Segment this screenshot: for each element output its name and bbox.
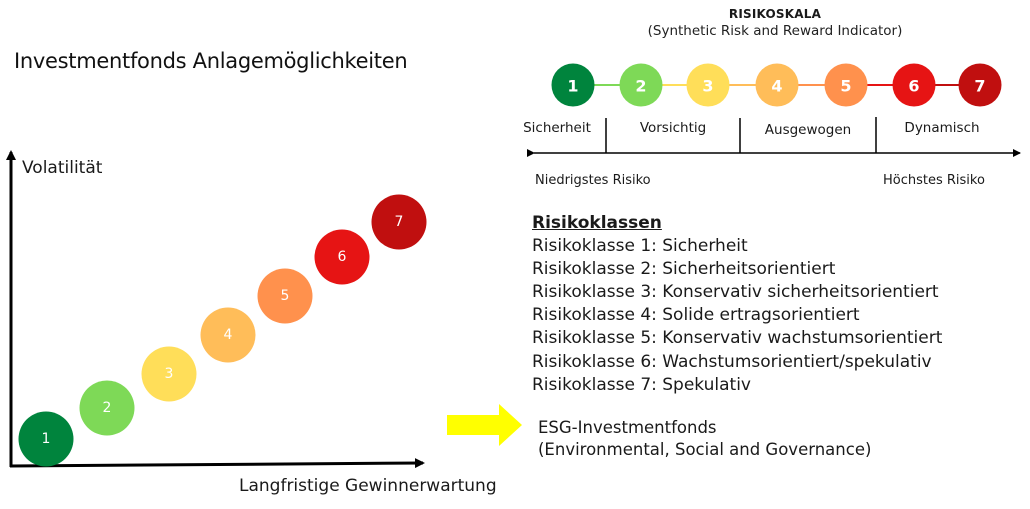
scale-level-3: 3 bbox=[686, 63, 730, 107]
risk-dot-label: 7 bbox=[395, 214, 404, 230]
scale-level-circle bbox=[892, 63, 936, 107]
esg-note: ESG-Investmentfonds (Environmental, Soci… bbox=[538, 417, 871, 461]
scale-level-6: 6 bbox=[892, 63, 936, 107]
risk-class-item: Risikoklasse 3: Konservativ sicherheitso… bbox=[532, 282, 939, 303]
esg-title: ESG-Investmentfonds bbox=[538, 418, 717, 437]
risk-dot-circle bbox=[18, 411, 74, 467]
scale-level-circle bbox=[551, 63, 595, 107]
category-ausgewogen: Ausgewogen bbox=[764, 122, 852, 138]
x-axis bbox=[9, 458, 425, 469]
risk-dot-7: 7 bbox=[371, 194, 427, 250]
scale-level-label: 4 bbox=[771, 77, 782, 96]
risk-dot-circle bbox=[257, 268, 313, 324]
risk-class-item: Risikoklasse 2: Sicherheitsorientiert bbox=[532, 259, 836, 280]
scale-level-circle bbox=[824, 63, 868, 107]
scale-level-label: 5 bbox=[840, 77, 851, 96]
risk-dot-2: 2 bbox=[79, 380, 135, 436]
risk-dot-label: 1 bbox=[42, 431, 51, 447]
risk-classes-heading: Risikoklassen bbox=[532, 213, 662, 233]
scale-level-label: 2 bbox=[635, 77, 646, 96]
x-axis-label: Langfristige Gewinnerwartung bbox=[239, 476, 497, 496]
y-axis-label: Volatilität bbox=[22, 158, 103, 178]
risk-dot-circle bbox=[200, 307, 256, 363]
risk-scale-title: RISIKOSKALA bbox=[728, 7, 822, 21]
page-title: Investmentfonds Anlagemöglichkeiten bbox=[14, 49, 408, 73]
risk-dot-1: 1 bbox=[18, 411, 74, 467]
risk-class-item: Risikoklasse 6: Wachstumsorientiert/spek… bbox=[532, 351, 932, 372]
scale-level-label: 3 bbox=[702, 77, 713, 96]
esg-arrow-icon bbox=[447, 404, 522, 446]
scale-level-label: 7 bbox=[974, 77, 985, 96]
category-sicherheit: Sicherheit bbox=[523, 120, 591, 136]
risk-dot-label: 4 bbox=[224, 327, 233, 343]
scale-level-5: 5 bbox=[824, 63, 868, 107]
scale-level-label: 1 bbox=[567, 77, 578, 96]
scale-level-label: 6 bbox=[908, 77, 919, 96]
scale-level-circle bbox=[958, 63, 1002, 107]
risk-dot-label: 5 bbox=[281, 288, 290, 304]
risk-class-item: Risikoklasse 1: Sicherheit bbox=[532, 236, 748, 257]
scale-level-circle bbox=[619, 63, 663, 107]
high-risk-label: Höchstes Risiko bbox=[883, 173, 985, 188]
risk-class-item: Risikoklasse 5: Konservativ wachstumsori… bbox=[532, 328, 943, 349]
risk-classes-list: Risikoklassen Risikoklasse 1: Sicherheit… bbox=[532, 212, 942, 397]
category-dynamisch: Dynamisch bbox=[904, 120, 980, 136]
risk-dot-6: 6 bbox=[314, 229, 370, 285]
category-vorsichtig: Vorsichtig bbox=[639, 120, 707, 136]
scale-level-circle bbox=[686, 63, 730, 107]
risk-scale-subtitle: (Synthetic Risk and Reward Indicator) bbox=[647, 23, 903, 39]
scale-level-7: 7 bbox=[958, 63, 1002, 107]
risk-dot-circle bbox=[314, 229, 370, 285]
risk-class-item: Risikoklasse 4: Solide ertragsorientiert bbox=[532, 305, 860, 326]
risk-dot-label: 2 bbox=[103, 400, 112, 416]
risk-dot-circle bbox=[79, 380, 135, 436]
risk-dot-label: 6 bbox=[338, 249, 347, 265]
scale-level-2: 2 bbox=[619, 63, 663, 107]
risk-dot-5: 5 bbox=[257, 268, 313, 324]
scale-level-4: 4 bbox=[755, 63, 799, 107]
low-risk-label: Niedrigstes Risiko bbox=[535, 173, 651, 188]
scale-level-1: 1 bbox=[551, 63, 595, 107]
risk-dot-circle bbox=[141, 346, 197, 402]
scale-level-circle bbox=[755, 63, 799, 107]
risk-class-item: Risikoklasse 7: Spekulativ bbox=[532, 374, 751, 395]
risk-dot-3: 3 bbox=[141, 346, 197, 402]
risk-dot-4: 4 bbox=[200, 307, 256, 363]
esg-subtitle: (Environmental, Social and Governance) bbox=[538, 440, 872, 459]
risk-dot-label: 3 bbox=[165, 366, 174, 382]
risk-dot-circle bbox=[371, 194, 427, 250]
